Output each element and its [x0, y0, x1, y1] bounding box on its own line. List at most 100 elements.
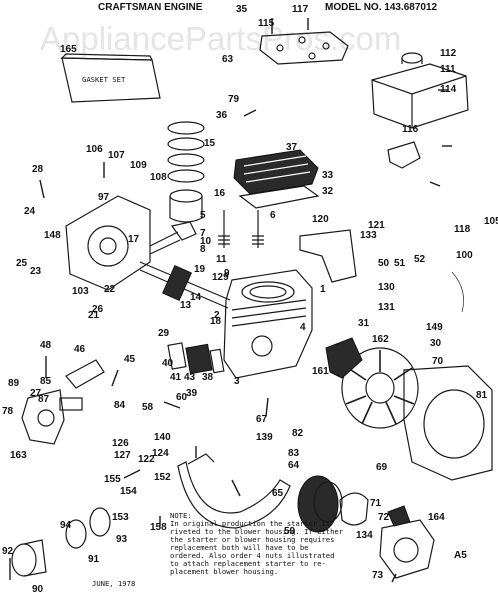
note-line-2: In original production the starter is [170, 519, 330, 528]
baffle [177, 461, 291, 529]
part-label-23: 23 [30, 266, 42, 277]
valve-cover-plate [259, 31, 349, 65]
air-filter-parts [167, 342, 225, 375]
part-label-73: 73 [372, 570, 384, 581]
part-label-131: 131 [378, 302, 395, 313]
note-line-3: riveted to the blower housing. If either [170, 527, 344, 536]
part-label-52: 52 [414, 254, 426, 265]
part-label-35: 35 [236, 4, 248, 15]
part-label-70: 70 [432, 356, 444, 367]
part-label-87: 87 [38, 394, 50, 405]
blower-housing [403, 365, 493, 481]
part-label-165: 165 [60, 44, 77, 55]
part-label-16: 16 [214, 188, 226, 199]
cylinder-block [223, 269, 313, 379]
part-label-6: 6 [270, 210, 276, 221]
part-label-30: 30 [430, 338, 442, 349]
part-label-120: 120 [312, 214, 329, 225]
part-label-84: 84 [114, 400, 126, 411]
part-label-92: 92 [2, 546, 14, 557]
part-label-38: 38 [202, 372, 214, 383]
part-label-60: 60 [176, 392, 188, 403]
breather-cover [387, 141, 421, 169]
rewind-starter [379, 505, 435, 579]
part-label-91: 91 [88, 554, 100, 565]
part-label-15: 15 [204, 138, 216, 149]
fuel-tank [371, 52, 469, 129]
part-label-106: 106 [86, 144, 103, 155]
engine-title: CRAFTSMAN ENGINE [98, 2, 203, 13]
part-label-25: 25 [16, 258, 28, 269]
model-number: MODEL NO. 143.687012 [325, 2, 438, 13]
part-label-93: 93 [116, 534, 128, 545]
part-label-22: 22 [104, 284, 116, 295]
part-label-39: 39 [186, 388, 198, 399]
part-label-114: 114 [440, 84, 457, 95]
part-label-58: 58 [142, 402, 154, 413]
part-label-127: 127 [114, 450, 131, 461]
part-label-163: 163 [10, 450, 27, 461]
part-label-85: 85 [40, 376, 52, 387]
part-label-2: 2 [214, 310, 220, 321]
part-label-112: 112 [440, 48, 457, 59]
part-label-40: 40 [162, 358, 174, 369]
part-label-121: 121 [368, 220, 385, 231]
part-label-3: 3 [234, 376, 240, 387]
part-label-24: 24 [24, 206, 36, 217]
crankshaft [139, 261, 231, 309]
part-label-107: 107 [108, 150, 125, 161]
bolts [9, 18, 452, 583]
note-line-8: placement blower housing. [170, 567, 278, 576]
watermark: AppliancePartsPros.com [40, 20, 401, 57]
part-label-18: 18 [210, 316, 222, 327]
part-label-36: 36 [216, 110, 228, 121]
note-line-6: ordered. Also order 4 nuts illustrated [170, 551, 334, 560]
part-label-9: 9 [224, 268, 230, 279]
starter-pulley [297, 475, 343, 533]
part-label-139: 139 [256, 432, 273, 443]
valve-springs [218, 210, 264, 248]
piston-rings [167, 121, 205, 183]
part-label-46: 46 [74, 344, 86, 355]
gasket-set-label: GASKET SET [82, 75, 126, 84]
part-label-111: 111 [440, 64, 456, 75]
starter-cup [339, 492, 369, 526]
part-label-100: 100 [456, 250, 473, 261]
part-label-69: 69 [376, 462, 388, 473]
part-label-130: 130 [378, 282, 395, 293]
part-label-90: 90 [32, 584, 44, 595]
part-label-33: 33 [322, 170, 334, 181]
part-label-71: 71 [370, 498, 382, 509]
note-line-1: NOTE: [170, 511, 192, 520]
part-label-140: 140 [154, 432, 171, 443]
part-label-103: 103 [72, 286, 89, 297]
part-label-48: 48 [40, 340, 52, 351]
part-label-78: 78 [2, 406, 14, 417]
illustrations: GASKET SET [9, 18, 493, 583]
part-label-105: 105 [484, 216, 498, 227]
part-label-5: 5 [200, 210, 206, 221]
part-label-89: 89 [8, 378, 20, 389]
part-label-109: 109 [130, 160, 147, 171]
part-label-83: 83 [288, 448, 300, 459]
part-label-8: 8 [200, 244, 206, 255]
note-block: NOTE: In original production the starter… [170, 511, 344, 576]
part-label-45: 45 [124, 354, 136, 365]
part-label-13: 13 [180, 300, 192, 311]
part-label-32: 32 [322, 186, 334, 197]
note-line-5: replacement both will have to be [170, 543, 308, 552]
part-label-155: 155 [104, 474, 121, 485]
governor-arm [65, 359, 105, 389]
fuel-line [451, 271, 464, 313]
part-label-51: 51 [394, 258, 406, 269]
part-label-153: 153 [112, 512, 129, 523]
part-label-17: 17 [128, 234, 140, 245]
part-label-50: 50 [378, 258, 390, 269]
cylinder-head [233, 149, 319, 195]
bracket [299, 229, 357, 283]
part-label-10: 10 [200, 236, 212, 247]
part-label-162: 162 [372, 334, 389, 345]
part-label-117: 117 [292, 4, 309, 15]
